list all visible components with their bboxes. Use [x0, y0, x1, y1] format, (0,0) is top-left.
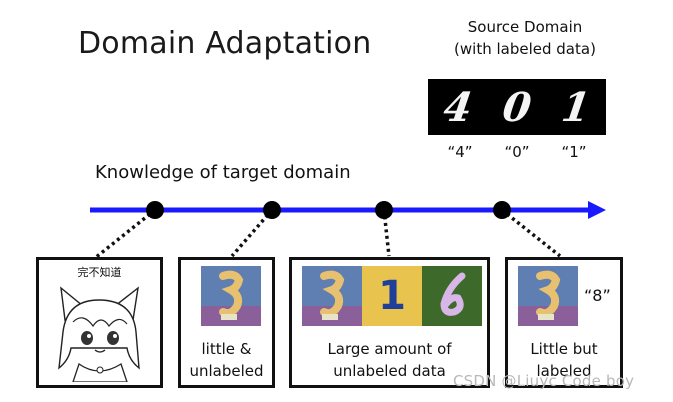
connector-line: [500, 208, 562, 258]
case-label-line1: Large amount of: [327, 340, 452, 358]
target-digit-image: [422, 266, 482, 326]
digit-label: “1”: [561, 143, 587, 161]
case-box-little-unlabeled: little & unlabeled: [178, 257, 275, 388]
page-title: Domain Adaptation: [78, 26, 372, 61]
axis-dot: [146, 201, 164, 219]
case-label: Large amount of unlabeled data: [292, 338, 487, 382]
case-label-line2: labeled: [536, 362, 592, 380]
source-domain-title-line1: Source Domain: [467, 18, 583, 36]
case-label-line1: little &: [201, 340, 252, 358]
axis-label: Knowledge of target domain: [95, 162, 351, 183]
axis-arrowhead: [588, 201, 606, 219]
target-digit-image: [201, 266, 261, 326]
target-digit-image: [302, 266, 362, 326]
cartoon-caption: 完不知道: [77, 266, 122, 279]
case-box-large-unlabeled: 1 Large amount of unlabeled data: [289, 257, 490, 388]
case-label-line2: unlabeled data: [333, 362, 446, 380]
case-box-little-labeled: “8” Little but labeled: [505, 257, 623, 388]
case-label-line1: Little but: [530, 340, 598, 358]
digit-label: “4”: [447, 143, 473, 161]
connector-line: [230, 208, 274, 258]
cartoon-girl-image: [58, 286, 140, 382]
target-digit-image: [518, 266, 578, 326]
target-digit-image: 1: [362, 266, 422, 326]
source-domain-title: Source Domain (with labeled data): [430, 16, 620, 60]
target-digit: 1: [378, 273, 406, 319]
case-label: Little but labeled: [508, 338, 620, 382]
watermark: CSDN @Liuyc Code boy: [453, 372, 635, 390]
digit-label: “0”: [504, 143, 530, 161]
source-domain-title-line2: (with labeled data): [454, 40, 596, 58]
case-label-line2: unlabeled: [189, 362, 264, 380]
axis-dot: [263, 201, 281, 219]
axis-dot: [375, 201, 393, 219]
case-label: little & unlabeled: [181, 338, 272, 382]
axis-dot: [493, 201, 511, 219]
connector-line: [93, 208, 157, 260]
case-box-no-knowledge: 完不知道: [36, 257, 163, 388]
target-label-quote: “8”: [584, 286, 611, 305]
source-digit-images: 4 0 1: [428, 79, 606, 135]
source-digit-labels: “4” “0” “1”: [432, 143, 602, 161]
